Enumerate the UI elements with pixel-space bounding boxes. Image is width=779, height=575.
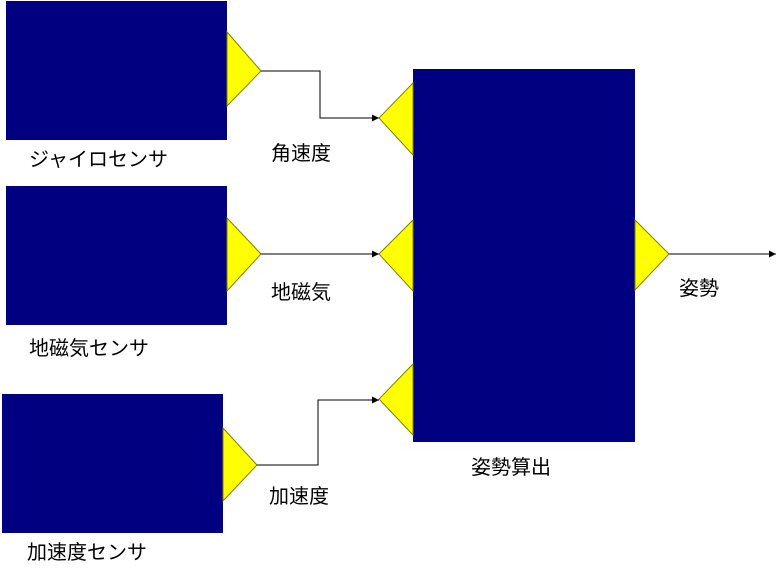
accelerometer-block[interactable] (2, 394, 223, 533)
signal-acceleration-label: 加速度 (269, 484, 329, 508)
attitude-calc-block[interactable] (413, 69, 635, 442)
accelerometer-output-port (222, 426, 258, 503)
magnetometer-block[interactable] (6, 186, 227, 325)
gyro-output-port (226, 30, 262, 108)
gyro-sensor-block[interactable] (6, 1, 227, 140)
attitude-calc-label: 姿勢算出 (471, 455, 551, 479)
accelerometer-label: 加速度センサ (27, 540, 147, 564)
magnetometer-label: 地磁気センサ (29, 336, 149, 360)
wire-acceleration[interactable] (257, 396, 379, 466)
gyro-sensor-label: ジャイロセンサ (29, 147, 168, 171)
attitude-output-port (634, 218, 670, 292)
magnetometer-output-port (226, 216, 262, 293)
attitude-input-port-2 (378, 218, 414, 293)
signal-geomagnetism-label: 地磁気 (271, 280, 331, 304)
signal-angular-velocity-label: 角速度 (271, 141, 331, 165)
wire-angular-velocity[interactable] (261, 70, 379, 122)
attitude-input-port-1 (378, 81, 414, 157)
attitude-input-port-3 (378, 362, 414, 437)
signal-attitude-label: 姿勢 (679, 276, 719, 300)
